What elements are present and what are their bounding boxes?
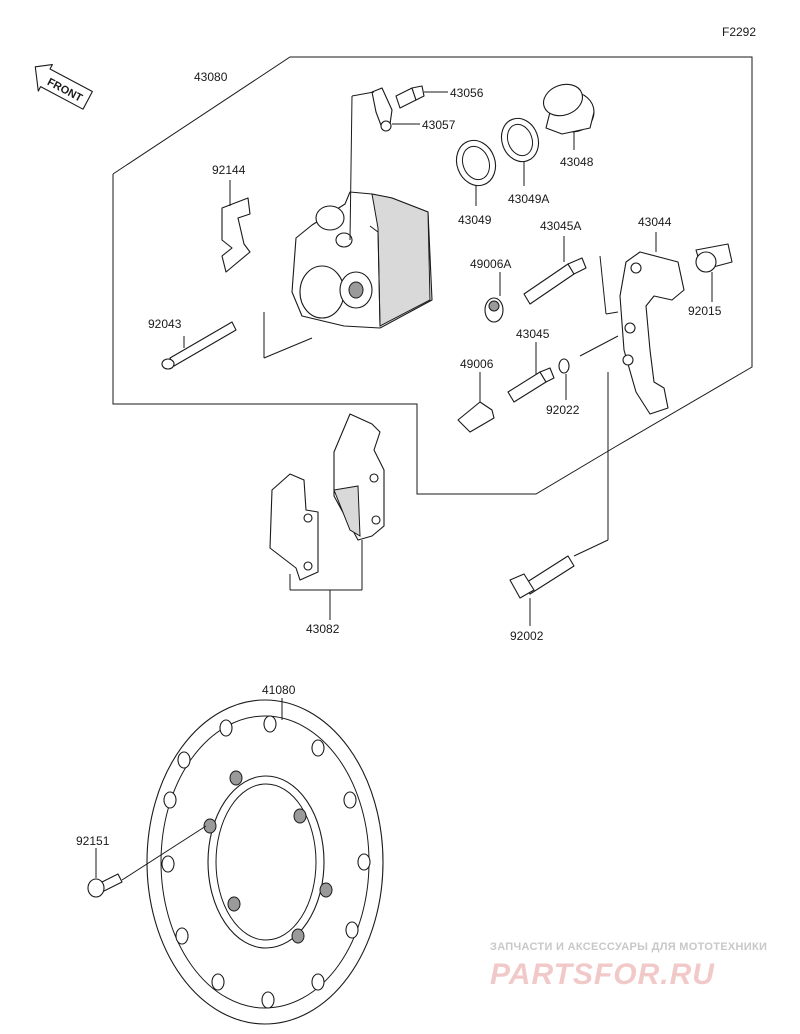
slide-pin-boot — [457, 401, 495, 433]
dust-seal — [500, 117, 540, 163]
caliper-body — [291, 191, 433, 329]
caliper-assembly-outline — [112, 56, 753, 495]
part-label: 41080 — [262, 683, 296, 697]
circlip — [558, 358, 570, 374]
slide-pin-a — [523, 257, 587, 305]
leader-lines — [95, 91, 713, 881]
watermark-tagline: ЗАПЧАСТИ И АКСЕССУАРЫ ДЛЯ МОТОТЕХНИКИ — [490, 941, 767, 953]
watermark: ЗАПЧАСТИ И АКСЕССУАРЫ ДЛЯ МОТОТЕХНИКИ PA… — [490, 941, 767, 991]
part-label: 49006A — [470, 257, 511, 271]
pad-spring — [221, 197, 251, 273]
part-label: 49006 — [460, 357, 494, 371]
part-label: 43080 — [194, 70, 228, 84]
part-label: 43049A — [508, 192, 549, 206]
part-label: 43057 — [422, 118, 456, 132]
piston-seal — [455, 139, 497, 187]
part-label: 92144 — [212, 163, 246, 177]
part-label: 43048 — [560, 155, 594, 169]
part-label: 92015 — [688, 304, 722, 318]
part-label: 92043 — [148, 317, 182, 331]
part-label: 92151 — [76, 834, 110, 848]
bracket-collar — [695, 243, 733, 273]
watermark-brand: PARTSFOR.RU — [490, 958, 715, 991]
part-labels: 43080 43056 43057 43048 92144 43049A 430… — [76, 70, 722, 848]
piston — [542, 83, 595, 135]
brake-pad-right — [333, 413, 385, 541]
part-label: 43049 — [458, 213, 492, 227]
slide-pin-boot-a — [484, 297, 504, 323]
slide-pin — [507, 367, 555, 403]
part-label: 43045A — [540, 219, 581, 233]
bleeder-cap — [371, 87, 393, 132]
caliper-bracket — [619, 251, 685, 415]
mounting-bolt — [509, 555, 575, 599]
part-label: 92022 — [546, 403, 580, 417]
part-label: 92002 — [510, 629, 544, 643]
part-label: 43082 — [306, 622, 340, 636]
disc-screw — [87, 873, 123, 898]
part-label: 43045 — [516, 327, 550, 341]
front-arrow-icon: FRONT — [34, 64, 93, 110]
part-label: 43044 — [638, 215, 672, 229]
bleeder-valve — [395, 85, 425, 109]
brake-pad-left — [269, 473, 319, 581]
part-label: 43056 — [450, 86, 484, 100]
brake-disc — [146, 699, 384, 1025]
figure-code: F2292 — [722, 25, 756, 39]
disc-holes — [161, 715, 371, 1009]
pad-pin — [161, 321, 237, 370]
